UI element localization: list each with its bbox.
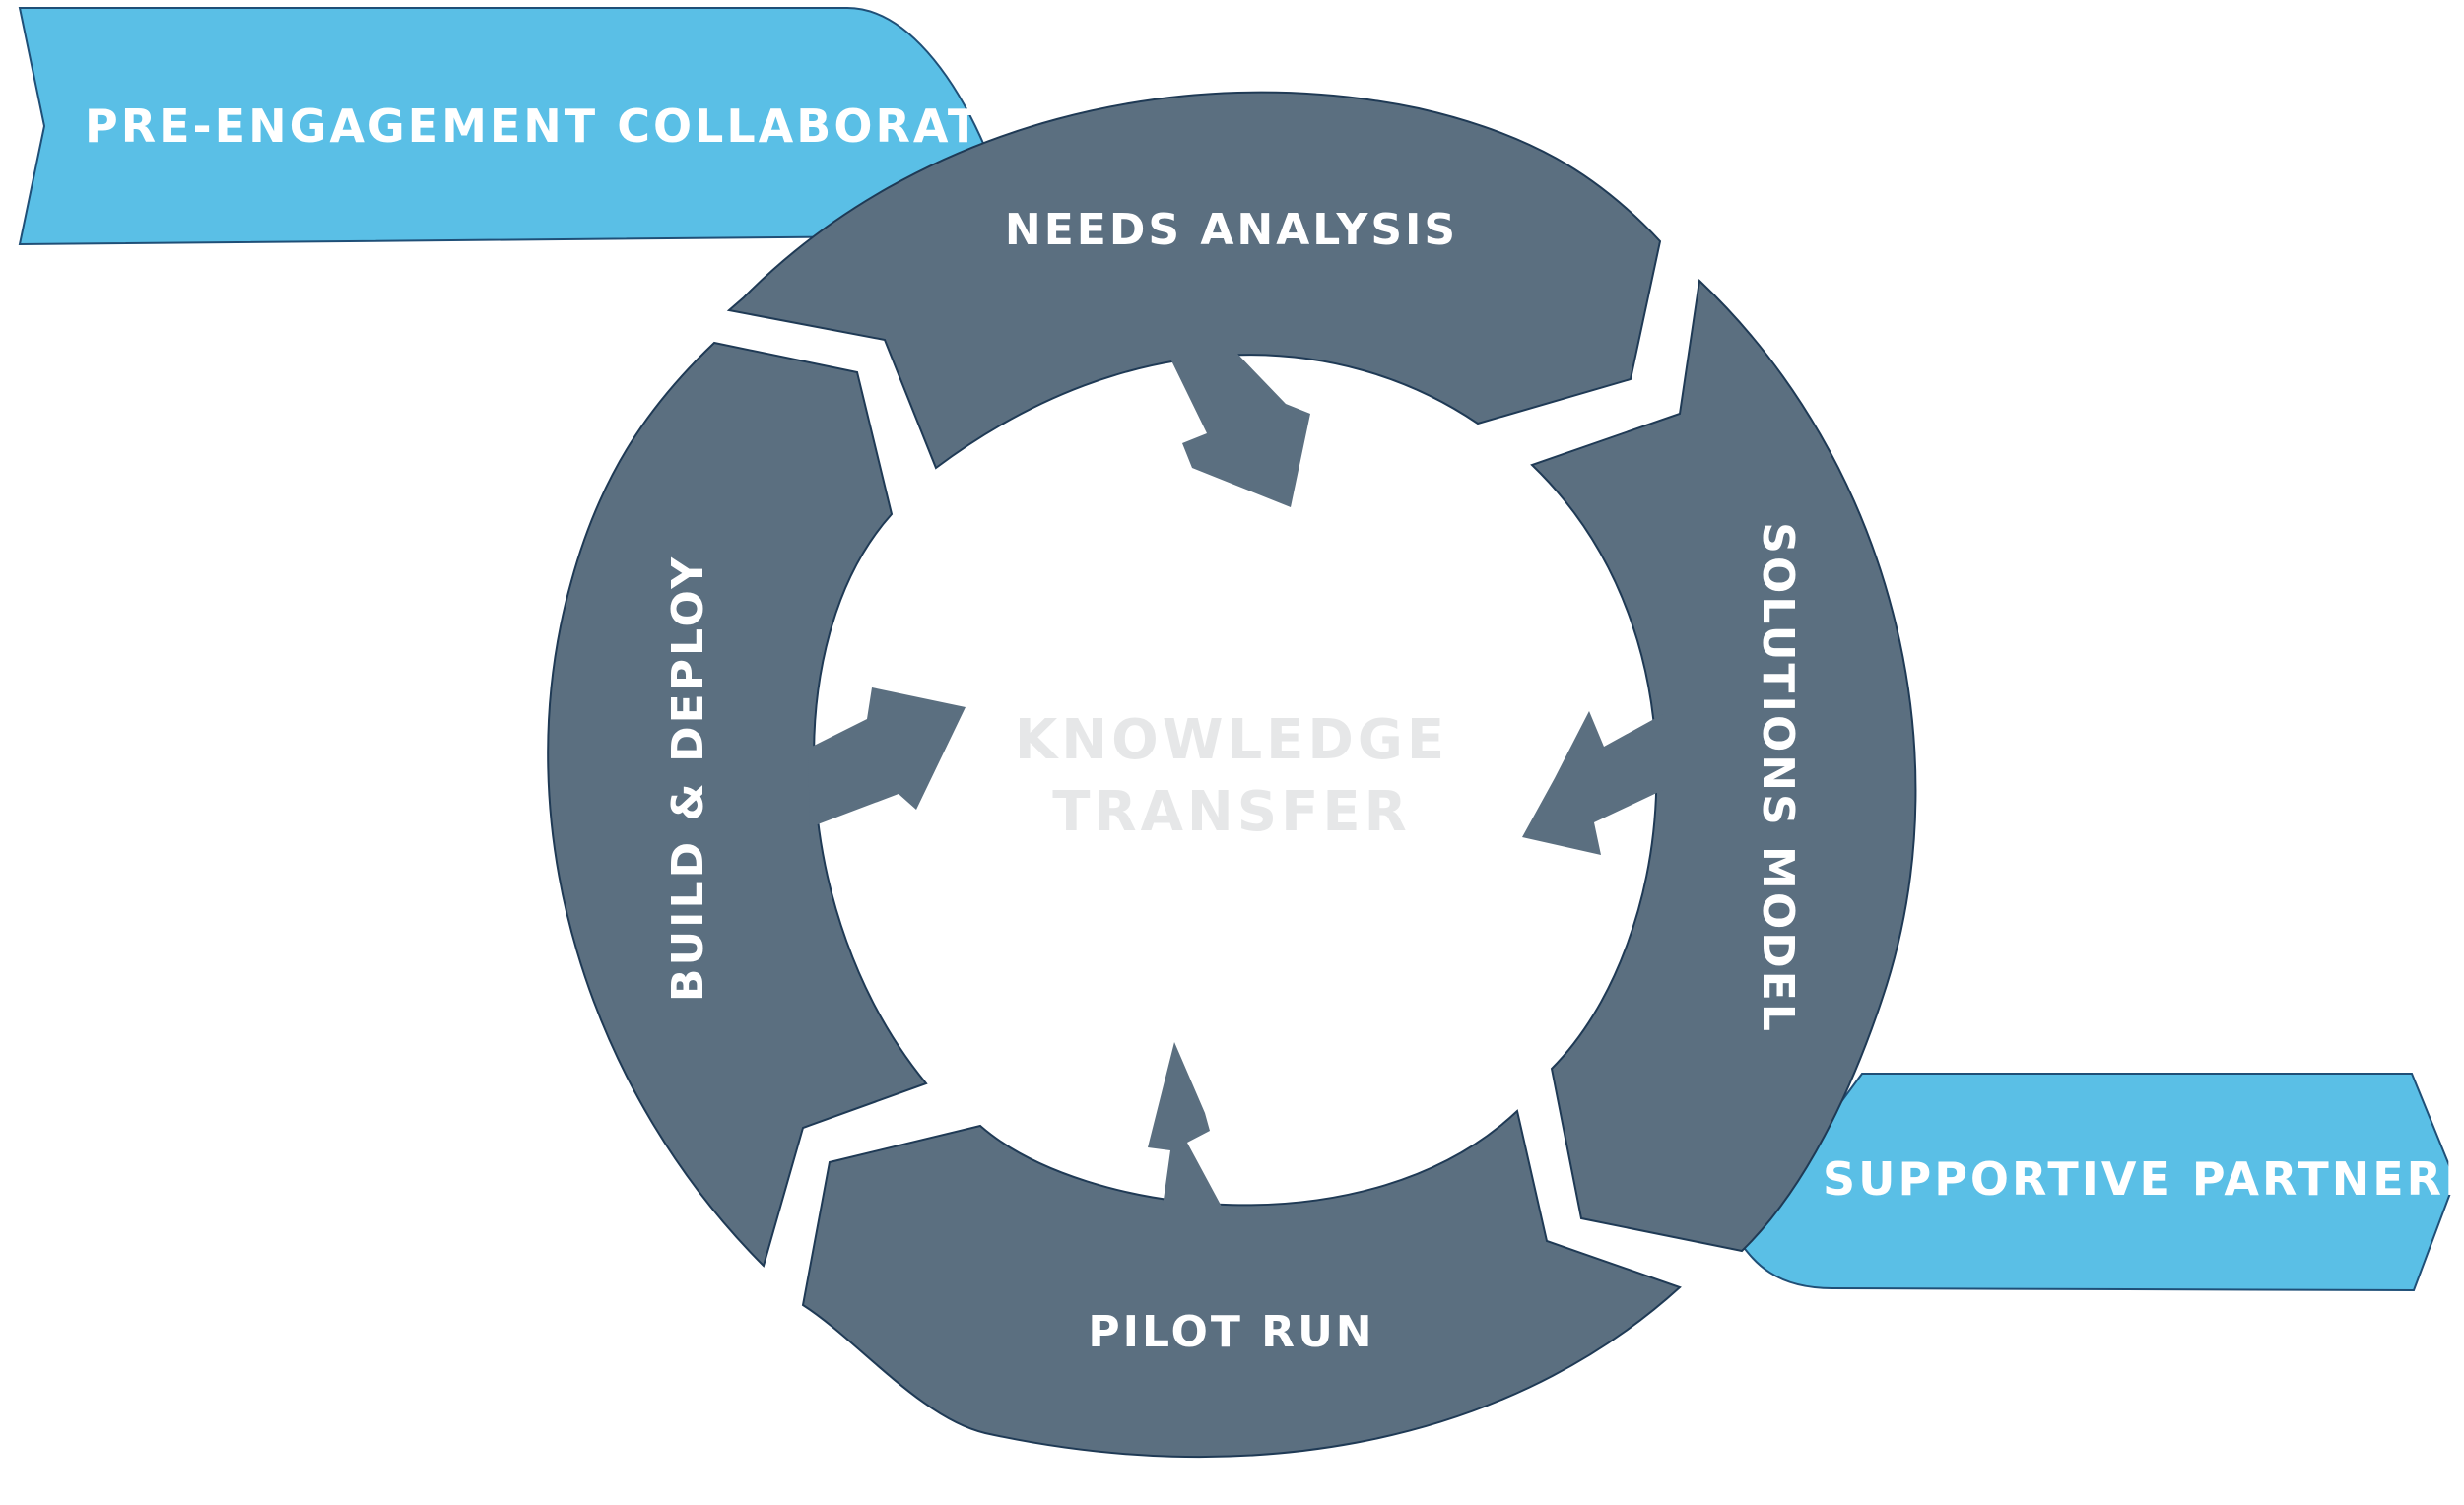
arrow-from-build-deploy	[808, 687, 966, 827]
segment-pilot-run	[801, 1109, 1682, 1459]
supportive-partnering-ribbon-label: SUPPORTIVE PARTNERING	[1823, 1152, 2464, 1206]
arrow-from-pilot-run	[1148, 1042, 1222, 1207]
inward-arrows	[808, 353, 1663, 1207]
segment-build-deploy	[547, 341, 928, 1268]
arrow-from-needs-analysis	[1167, 353, 1310, 507]
segment-needs-analysis	[726, 91, 1662, 470]
cycle-segments	[547, 91, 1917, 1459]
center-label-line1: KNOWLEDGE	[1015, 708, 1448, 772]
pre-engagement-ribbon: PRE-ENGAGEMENT COLLABORATION	[18, 7, 1084, 246]
segment-label-pilot-run: PILOT RUN	[1088, 1307, 1374, 1357]
arrow-from-solutions-model	[1522, 711, 1663, 855]
segment-solutions-model	[1530, 278, 1917, 1253]
supportive-partnering-ribbon: SUPPORTIVE PARTNERING	[1737, 1073, 2464, 1292]
center-label-line2: TRANSFER	[1052, 780, 1411, 844]
segment-label-needs-analysis: NEEDS ANALYSIS	[1005, 205, 1458, 255]
segment-label-build-deploy: BUILD & DEPLOY	[663, 555, 713, 1002]
pre-engagement-ribbon-label: PRE-ENGAGEMENT COLLABORATION	[85, 99, 1084, 153]
segment-label-solutions-model: SOLUTIONS MODEL	[1753, 522, 1803, 1034]
